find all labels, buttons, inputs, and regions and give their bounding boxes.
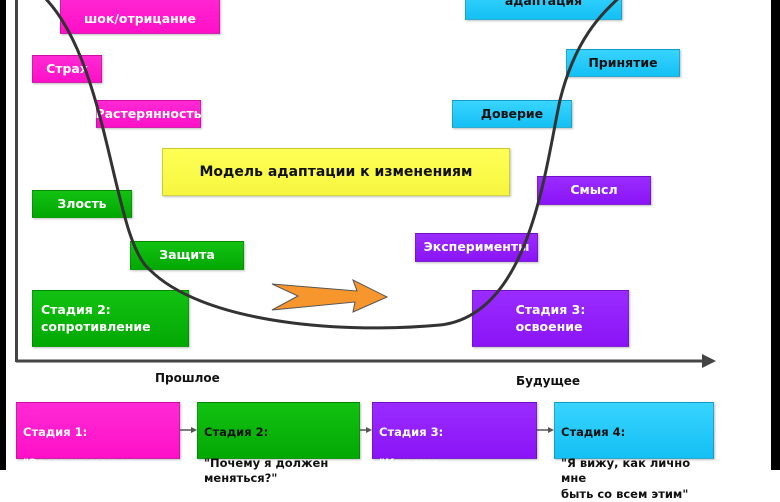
emotion-defense: Защита xyxy=(130,241,244,270)
future-label: Будущее xyxy=(516,374,581,388)
flow-stage-4-title: Стадия 4: xyxy=(561,424,626,439)
stage-mastery-box: Стадия 3: освоение xyxy=(472,290,629,347)
flow-connector-3-head xyxy=(548,427,554,433)
emotion-anger: Злость xyxy=(32,190,132,218)
emotion-acceptance: Принятие xyxy=(566,49,680,77)
emotion-fear-label: Страх xyxy=(46,60,88,76)
stage-resistance-box: Стадия 2: сопротивление xyxy=(32,290,189,347)
title-box: Модель адаптации к изменениям xyxy=(162,148,510,196)
emotion-acceptance-label: Принятие xyxy=(588,54,658,70)
flow-stage-1-title: Стадия 1: xyxy=(23,424,88,439)
emotion-confusion-label: Растерянность xyxy=(95,105,202,121)
diagram-title: Модель адаптации к изменениям xyxy=(199,163,473,180)
emotion-shock-denial: шок/отрицание xyxy=(60,0,220,34)
stage-resistance-label: Стадия 2: сопротивление xyxy=(41,301,151,334)
transition-arrow xyxy=(271,278,389,313)
flow-connector-1-head xyxy=(191,427,197,433)
emotion-meaning: Смысл xyxy=(537,176,651,205)
flow-stage-3-title: Стадия 3: xyxy=(379,424,444,439)
x-axis-arrowhead xyxy=(702,354,716,368)
emotion-defense-label: Защита xyxy=(159,247,215,263)
adaptation-curve xyxy=(44,0,619,330)
emotion-experiments-label: Эксперименты xyxy=(423,239,530,255)
emotion-trust: Доверие xyxy=(452,100,572,128)
left-black-edge xyxy=(0,0,6,470)
emotion-adaptation-label: адаптация xyxy=(504,0,583,8)
diagram-overlay xyxy=(16,0,716,368)
flow-stage-2-title: Стадия 2: xyxy=(204,424,269,439)
flow-stage-2: Стадия 2: "Почему я должен меняться?" xyxy=(197,402,360,485)
emotion-anger-label: Злость xyxy=(57,195,107,211)
stage-mastery-label: Стадия 3: освоение xyxy=(515,301,586,334)
right-black-edge xyxy=(771,0,780,470)
past-label: Прошлое xyxy=(155,371,220,385)
emotion-confusion: Растерянность xyxy=(95,100,202,128)
y-axis-line xyxy=(15,0,18,362)
emotion-meaning-label: Смысл xyxy=(570,182,618,198)
emotion-fear: Страх xyxy=(32,55,102,83)
emotion-trust-label: Доверие xyxy=(480,105,544,121)
flow-connector-2-head xyxy=(366,427,372,433)
emotion-adaptation: адаптация xyxy=(465,0,622,20)
flow-connectors xyxy=(180,427,554,433)
emotion-shock-denial-label: шок/отрицание xyxy=(83,10,197,26)
